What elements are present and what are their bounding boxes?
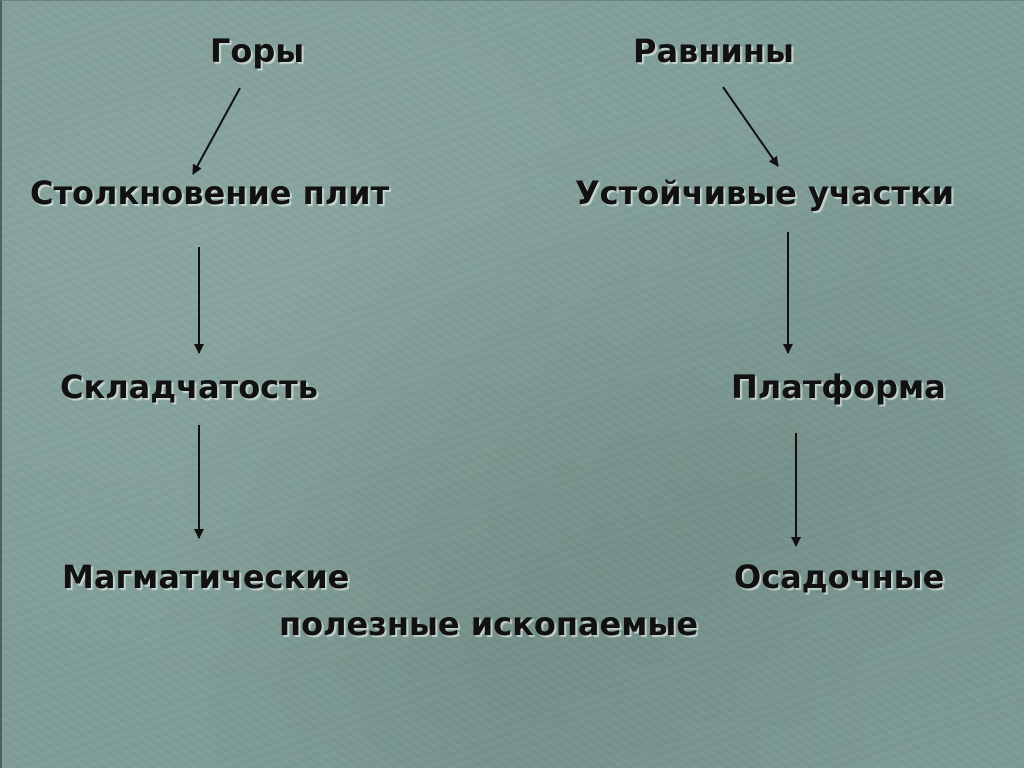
node-gory: Горы: [210, 32, 305, 70]
node-skladchatost: Складчатость: [60, 368, 318, 406]
node-magmaticheskie: Магматические: [62, 558, 350, 596]
node-platforma: Платформа: [731, 368, 946, 406]
node-ravniny: Равнины: [633, 32, 794, 70]
arrow-gory-to-stolknovenie: [192, 87, 241, 175]
node-ustoychivye-uchastki: Устойчивые участки: [575, 174, 955, 212]
node-osadochnye: Осадочные: [734, 558, 945, 596]
arrow-ravniny-to-ustoychivye: [722, 86, 779, 167]
footer-caption: полезные ископаемые: [279, 605, 699, 643]
node-stolknovenie-plit: Столкновение плит: [30, 174, 390, 212]
